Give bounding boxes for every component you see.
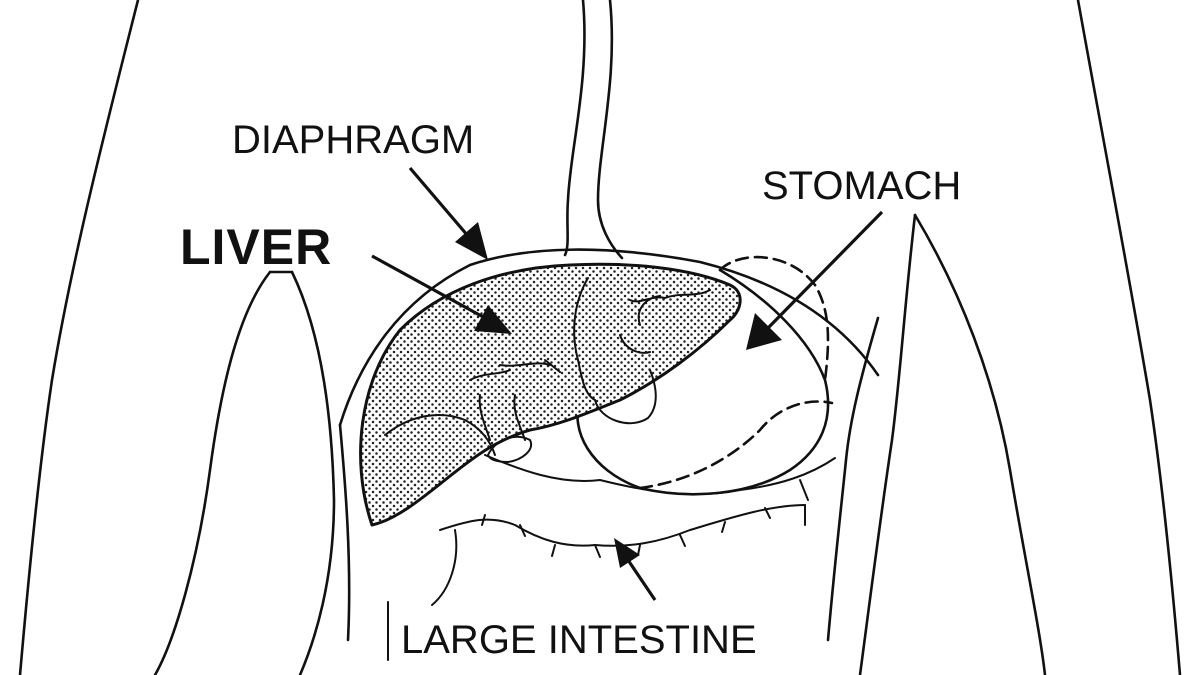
liver-label: LIVER bbox=[180, 219, 333, 275]
esophagus bbox=[563, 0, 624, 260]
stomach bbox=[576, 255, 834, 496]
intestine-left-descend bbox=[431, 529, 458, 606]
lower-left-waist bbox=[338, 423, 351, 642]
liver-vessels-right bbox=[619, 289, 711, 354]
stomach-arrow bbox=[746, 210, 884, 350]
body-left-edge bbox=[18, 0, 140, 675]
large-intestine-label: LARGE INTESTINE bbox=[401, 618, 757, 662]
large-intestine-arrow bbox=[614, 538, 657, 601]
large-intestine-arrow-head bbox=[614, 538, 640, 568]
liver-portal bbox=[487, 435, 533, 463]
intestine-upper-border bbox=[484, 454, 836, 496]
intestine-haustra bbox=[481, 479, 809, 558]
stomach-fundus-dashed bbox=[718, 255, 830, 382]
esophagus-right-wall bbox=[596, 0, 624, 260]
liver-lobe-divider bbox=[573, 277, 596, 401]
large-intestine-arrow-line bbox=[626, 559, 657, 601]
left-arm-outer bbox=[153, 270, 272, 675]
intestine-lower-border bbox=[439, 504, 806, 547]
left-arm-inner bbox=[290, 270, 336, 675]
liver-vessels-left bbox=[469, 359, 561, 441]
diaphragm-label: DIAPHRAGM bbox=[232, 118, 475, 162]
liver-arrow bbox=[371, 254, 512, 334]
liver bbox=[359, 262, 742, 527]
body-right-edge bbox=[1076, 0, 1182, 675]
esophagus-left-wall bbox=[563, 0, 586, 257]
diaphragm-arrow-line bbox=[408, 166, 470, 238]
diaphragm-arrow-head bbox=[455, 222, 488, 260]
stomach-arrow-line bbox=[766, 210, 884, 330]
stomach-arrow-head bbox=[746, 313, 782, 350]
diaphragm-line bbox=[338, 248, 880, 427]
liver-gallbladder bbox=[594, 369, 657, 425]
liver-lower-lobe bbox=[384, 414, 496, 456]
right-arm-inner bbox=[858, 213, 917, 675]
large-intestine bbox=[431, 454, 836, 606]
stomach-outline bbox=[576, 268, 830, 496]
right-arm-outer bbox=[913, 213, 1047, 675]
stomach-behind-dashed bbox=[638, 400, 834, 490]
liver-shape bbox=[359, 262, 742, 527]
liver-arrow-line bbox=[371, 254, 486, 320]
right-waist bbox=[826, 316, 880, 642]
body-outline bbox=[18, 0, 1182, 675]
liver-arrow-head bbox=[474, 305, 512, 334]
stomach-label: STOMACH bbox=[762, 164, 962, 208]
diaphragm-arrow bbox=[408, 166, 488, 260]
